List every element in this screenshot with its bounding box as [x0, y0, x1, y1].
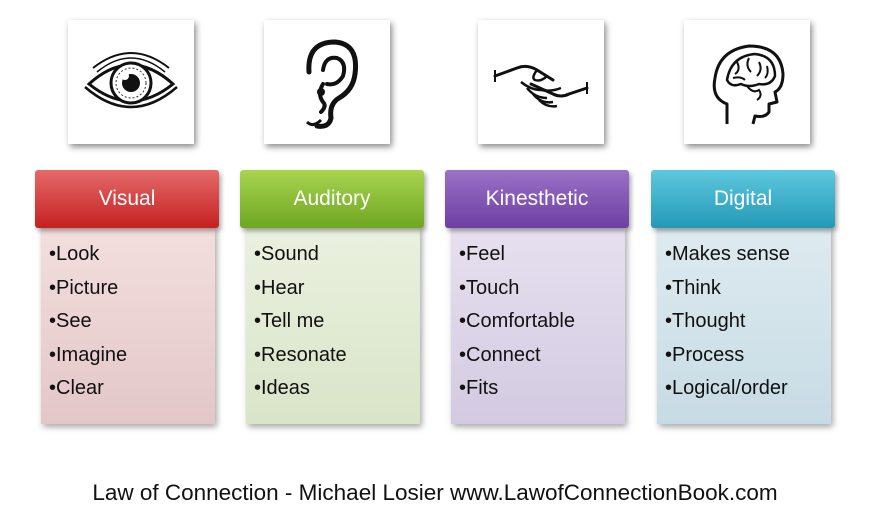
ear-icon-box [264, 20, 390, 144]
body-auditory: •Sound •Hear •Tell me •Resonate •Ideas [246, 226, 420, 424]
list-item: •Think [665, 276, 721, 299]
list-item: •Imagine [49, 343, 128, 366]
body-visual: •Look •Picture •See •Imagine •Clear [41, 226, 215, 424]
list-item: •Resonate [254, 343, 347, 366]
eye-icon [84, 52, 178, 109]
handshake-icon-box [478, 20, 604, 144]
brain-icon [712, 44, 785, 125]
list-item: •Ideas [254, 377, 310, 400]
list-item: •Sound [254, 243, 319, 265]
header-digital: Digital [651, 170, 835, 228]
list-item: •Touch [459, 276, 520, 299]
list-item: •Picture [49, 276, 119, 299]
brain-icon-box [684, 20, 810, 144]
list-item: •Clear [49, 377, 104, 400]
list-item: •Logical/order [665, 377, 788, 400]
list-item: •Tell me [254, 310, 325, 333]
list-item: •See [49, 310, 92, 333]
list-item: •Hear [254, 276, 305, 299]
list-item: •Makes sense [665, 243, 790, 265]
ear-icon [305, 39, 359, 129]
list-item: •Thought [665, 310, 746, 333]
list-item: •Feel [459, 243, 505, 265]
handshake-icon [493, 64, 589, 108]
list-item: •Process [665, 343, 745, 366]
list-item: •Look [49, 243, 100, 265]
header-kinesthetic: Kinesthetic [445, 170, 629, 228]
list-item: •Fits [459, 377, 499, 400]
header-visual: Visual [35, 170, 219, 228]
list-item: •Comfortable [459, 310, 575, 333]
list-item: •Connect [459, 343, 541, 366]
header-auditory: Auditory [240, 170, 424, 228]
body-kinesthetic: •Feel •Touch •Comfortable •Connect •Fits [451, 226, 625, 424]
footer-credit: Law of Connection - Michael Losier www.L… [92, 480, 778, 505]
eye-icon-box [68, 20, 194, 144]
body-digital: •Makes sense •Think •Thought •Process •L… [657, 226, 831, 424]
